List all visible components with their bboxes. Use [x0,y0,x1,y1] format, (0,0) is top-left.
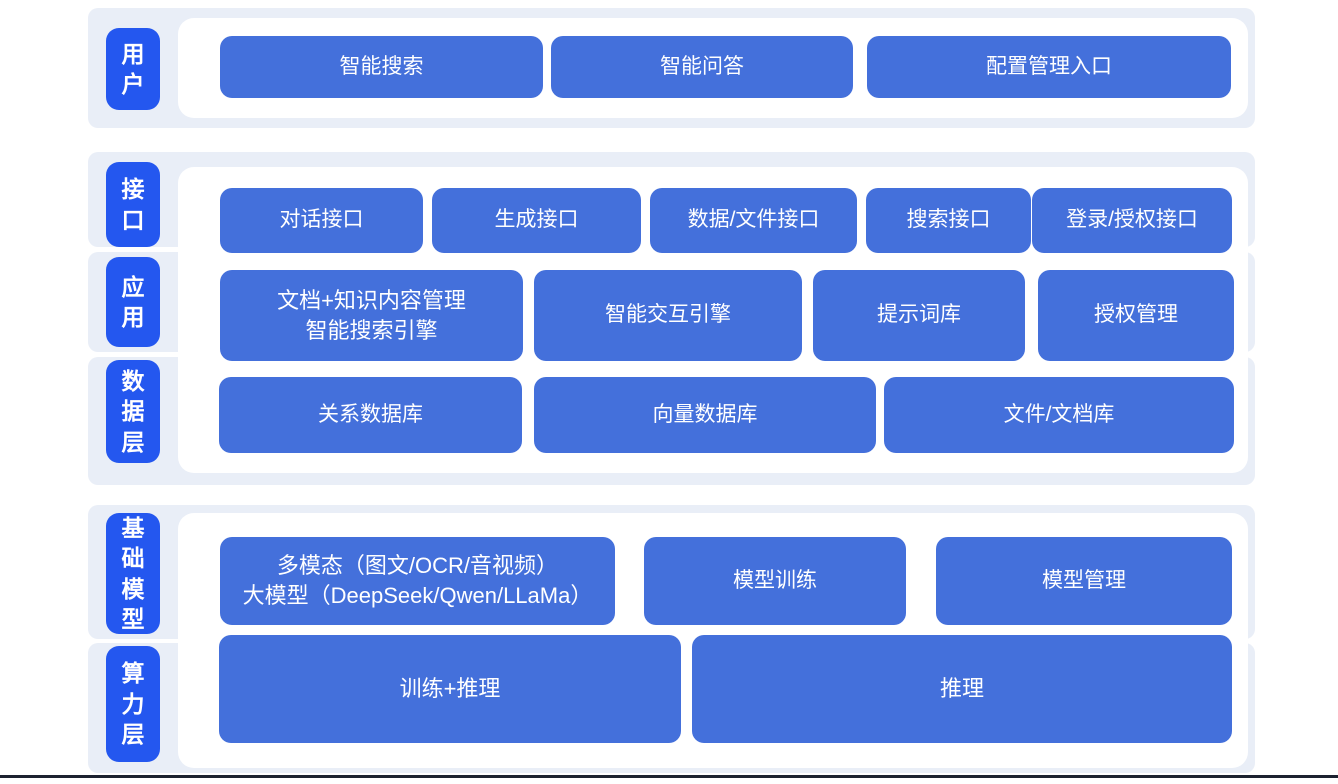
layer-label-application-text: 应用 [121,273,145,330]
layer-label-user: 用户 [106,28,160,110]
layer-label-user-text: 用户 [121,40,145,97]
layer-label-data: 数据层 [106,360,160,463]
bottom-divider-line [0,775,1338,778]
search-api-block: 搜索接口 [866,188,1031,253]
layer-label-interface: 接口 [106,162,160,247]
multimodal-llm-block: 多模态（图文/OCR/音视频） 大模型（DeepSeek/Qwen/LLaMa） [220,537,615,625]
login-auth-api-block: 登录/授权接口 [1032,188,1232,253]
file-doc-store-block: 文件/文档库 [884,377,1234,453]
auth-management-block: 授权管理 [1038,270,1234,361]
training-inference-block: 训练+推理 [219,635,681,743]
config-management-entry-block: 配置管理入口 [867,36,1231,98]
generation-api-block: 生成接口 [432,188,641,253]
layer-label-compute: 算力层 [106,646,160,762]
layer-label-data-text: 数据层 [121,367,145,455]
layer-label-interface-text: 接口 [121,176,145,233]
interaction-engine-block: 智能交互引擎 [534,270,802,361]
dialog-api-block: 对话接口 [220,188,423,253]
smart-qa-block: 智能问答 [551,36,853,98]
data-file-api-block: 数据/文件接口 [650,188,857,253]
model-training-block: 模型训练 [644,537,906,625]
vector-db-block: 向量数据库 [534,377,876,453]
layer-label-compute-text: 算力层 [121,660,145,748]
layer-label-application: 应用 [106,257,160,347]
layer-label-foundation-model-text: 基础模型 [121,514,145,632]
doc-knowledge-search-engine-block: 文档+知识内容管理 智能搜索引擎 [220,270,523,361]
prompt-library-block: 提示词库 [813,270,1025,361]
smart-search-block: 智能搜索 [220,36,543,98]
model-management-block: 模型管理 [936,537,1232,625]
inference-block: 推理 [692,635,1232,743]
layer-label-foundation-model: 基础模型 [106,513,160,634]
relational-db-block: 关系数据库 [219,377,522,453]
